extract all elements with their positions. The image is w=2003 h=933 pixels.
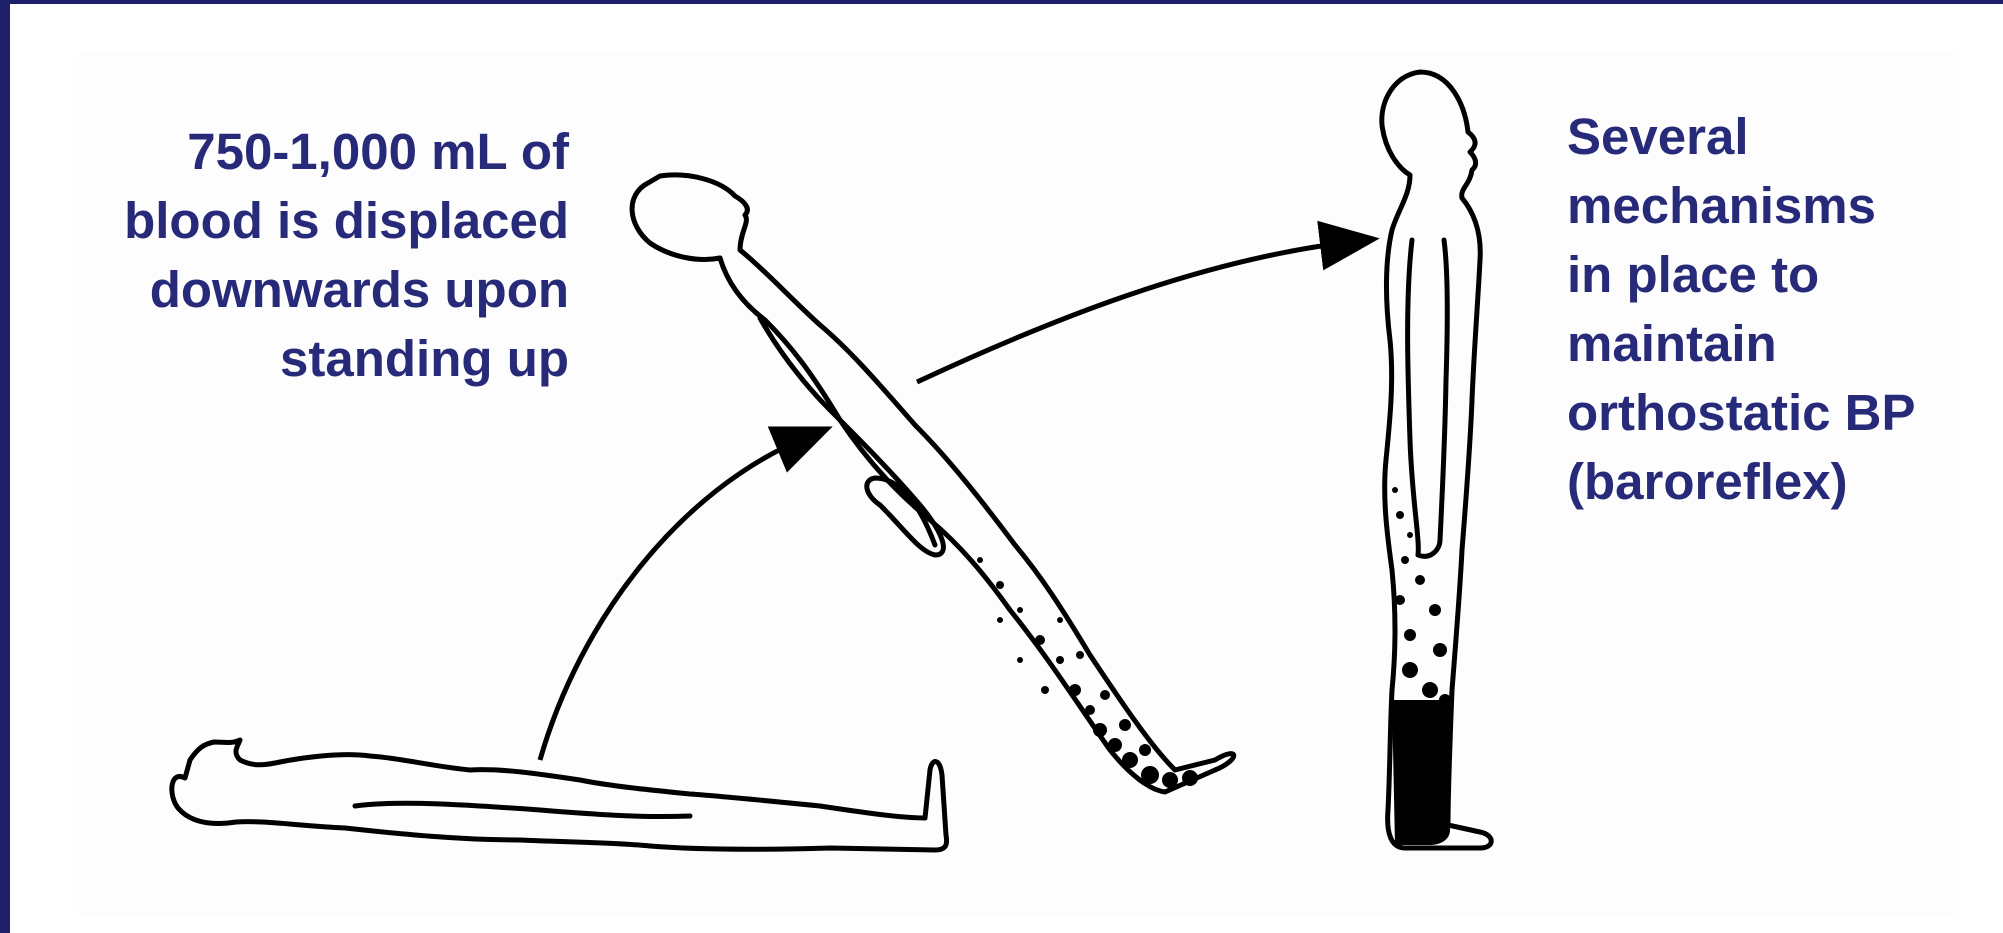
supine-figure <box>172 740 947 850</box>
right-caption-line-2: mechanisms <box>1567 171 1916 240</box>
left-caption: 750-1,000 mL of blood is displaced downw… <box>124 117 569 393</box>
right-caption-line-5: orthostatic BP <box>1567 378 1916 447</box>
arrow-supine-to-rising <box>540 438 805 760</box>
left-caption-line-2: blood is displaced <box>124 186 569 255</box>
right-caption-line-4: maintain <box>1567 309 1916 378</box>
right-caption-line-3: in place to <box>1567 240 1916 309</box>
left-caption-line-4: standing up <box>124 324 569 393</box>
arrow-rising-to-standing <box>917 242 1350 382</box>
right-caption-line-6: (baroreflex) <box>1567 447 1916 516</box>
right-caption-line-1: Several <box>1567 102 1916 171</box>
right-caption: Several mechanisms in place to maintain … <box>1567 102 1916 516</box>
left-caption-line-1: 750-1,000 mL of <box>124 117 569 186</box>
rising-figure-blood-shading <box>977 557 1198 788</box>
left-caption-line-3: downwards upon <box>124 255 569 324</box>
